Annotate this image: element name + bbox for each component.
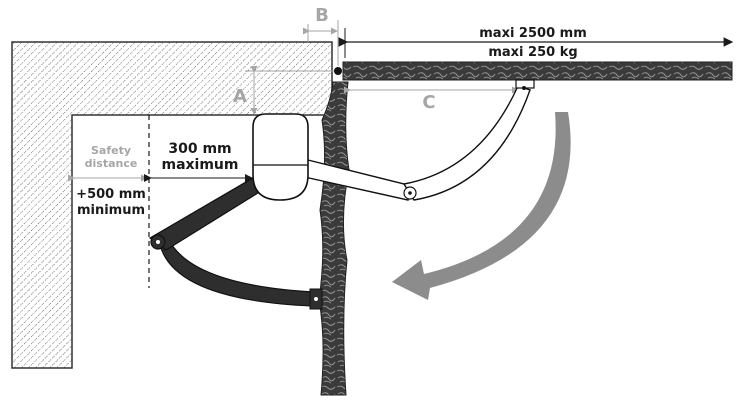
arm-closed-lower [402, 85, 531, 201]
arm-closed-bracket-pin [522, 86, 526, 90]
pillar-wall [11, 41, 333, 369]
label-a: A [233, 86, 247, 107]
arm-open-lower [159, 237, 315, 307]
arm-open-bracket-pin [314, 297, 318, 301]
gate-leaf-open [318, 81, 350, 396]
arm-closed-elbow-pin [408, 191, 412, 195]
arm-closed-upper [299, 157, 413, 201]
max-weight-label: maxi 250 kg [488, 45, 577, 60]
safety-label-2: distance [85, 157, 138, 170]
motor-unit [252, 113, 309, 201]
max-300-label-1: 300 mm [168, 141, 231, 157]
min-500-label-1: +500 mm [76, 187, 146, 202]
safety-label-1: Safety [91, 144, 131, 157]
gate-leaf-closed [342, 61, 733, 81]
max-300-label-2: maximum [161, 157, 238, 173]
opening-direction-arrow [392, 112, 571, 300]
min-500-label-2: minimum [77, 203, 145, 218]
gate-hinge [334, 67, 342, 75]
max-length-label: maxi 2500 mm [479, 26, 587, 41]
label-b: B [315, 5, 329, 26]
arm-open-elbow-pin [156, 240, 160, 244]
arm-open-upper [148, 174, 267, 251]
label-c: C [422, 92, 435, 113]
